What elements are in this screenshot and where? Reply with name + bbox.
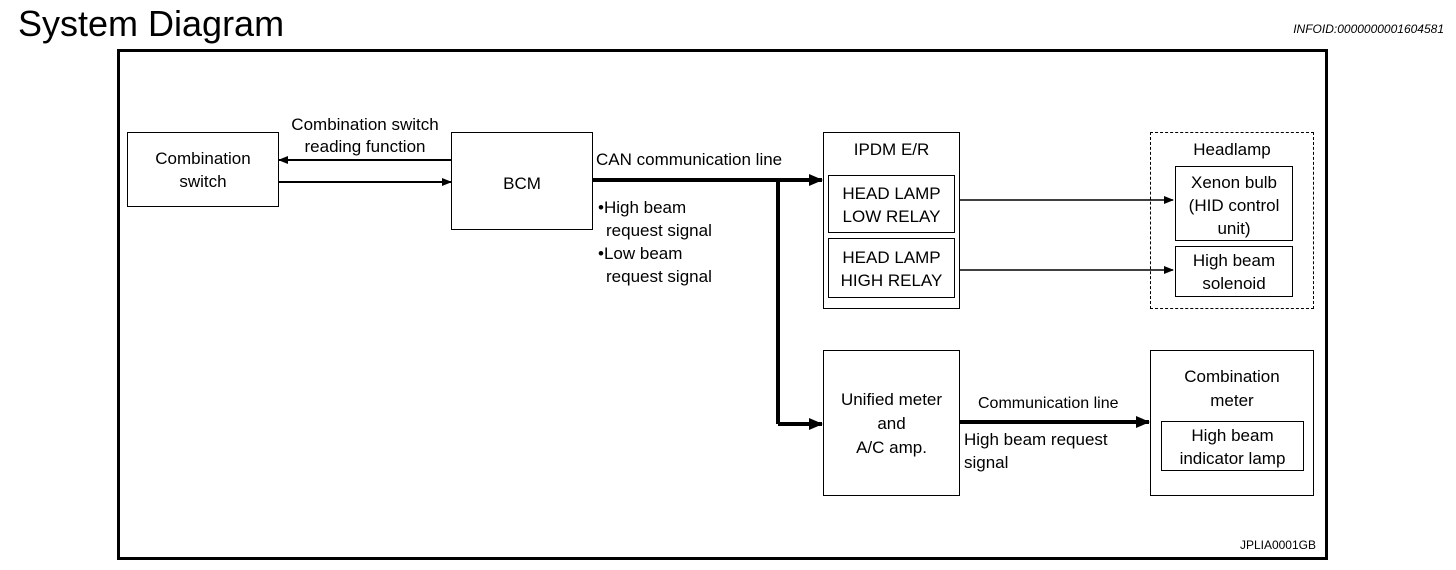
unified-meter-label-3: A/C amp. (856, 438, 927, 457)
headlamp-label: Headlamp (1193, 140, 1271, 159)
high-beam-request-label-1: •High beam (598, 198, 687, 217)
head-lamp-low-relay-label-2: LOW RELAY (842, 207, 941, 226)
reading-function-label-1: Combination switch (291, 115, 439, 134)
unified-meter-box (823, 350, 960, 496)
xenon-bulb-box (1175, 166, 1293, 241)
high-beam-solenoid-label-2: solenoid (1202, 274, 1266, 293)
head-lamp-low-relay-box (828, 175, 955, 233)
head-lamp-high-relay-label-2: HIGH RELAY (840, 271, 943, 290)
reading-function-label-2: reading function (304, 137, 426, 156)
low-beam-request-label-1: •Low beam (598, 244, 683, 263)
info-id: INFOID:0000000001604581 (1293, 22, 1444, 36)
bcm-box (451, 132, 593, 230)
meter-signal-label-1: High beam request (964, 430, 1108, 449)
combination-switch-label-1: Combination (155, 149, 251, 168)
diagram-frame (117, 49, 1328, 560)
low-beam-request-label-2: request signal (606, 267, 712, 286)
combination-switch-label-2: switch (179, 172, 227, 191)
xenon-bulb-label-2: (HID control (1188, 196, 1280, 215)
headlamp-group (1150, 132, 1314, 309)
high-beam-indicator-box (1161, 421, 1304, 471)
head-lamp-low-relay-label-1: HEAD LAMP (842, 184, 941, 203)
high-beam-indicator-label-1: High beam (1191, 426, 1274, 445)
unified-meter-label-2: and (877, 414, 906, 433)
high-beam-request-label-2: request signal (606, 221, 712, 240)
head-lamp-high-relay-box (828, 238, 955, 298)
head-lamp-high-relay-label-1: HEAD LAMP (842, 248, 941, 267)
high-beam-solenoid-label-1: High beam (1192, 251, 1276, 270)
communication-line-label: Communication line (978, 395, 1119, 412)
combination-switch-box (127, 132, 279, 207)
combination-meter-label-1: Combination (1184, 367, 1280, 386)
unified-meter-label-1: Unified meter (840, 390, 943, 409)
bcm-label: BCM (503, 174, 541, 193)
high-beam-solenoid-box (1175, 246, 1293, 297)
xenon-bulb-label-1: Xenon bulb (1190, 173, 1278, 192)
xenon-bulb-label-3: unit) (1217, 219, 1251, 238)
can-line-label: CAN communication line (596, 150, 783, 169)
figure-id: JPLIA0001GB (1239, 538, 1316, 552)
ipdm-label: IPDM E/R (853, 140, 930, 159)
meter-signal-label-2: signal (964, 453, 1009, 472)
page-title: System Diagram (18, 3, 285, 44)
high-beam-indicator-label-2: indicator lamp (1179, 449, 1286, 468)
combination-meter-label-2: meter (1210, 391, 1254, 410)
